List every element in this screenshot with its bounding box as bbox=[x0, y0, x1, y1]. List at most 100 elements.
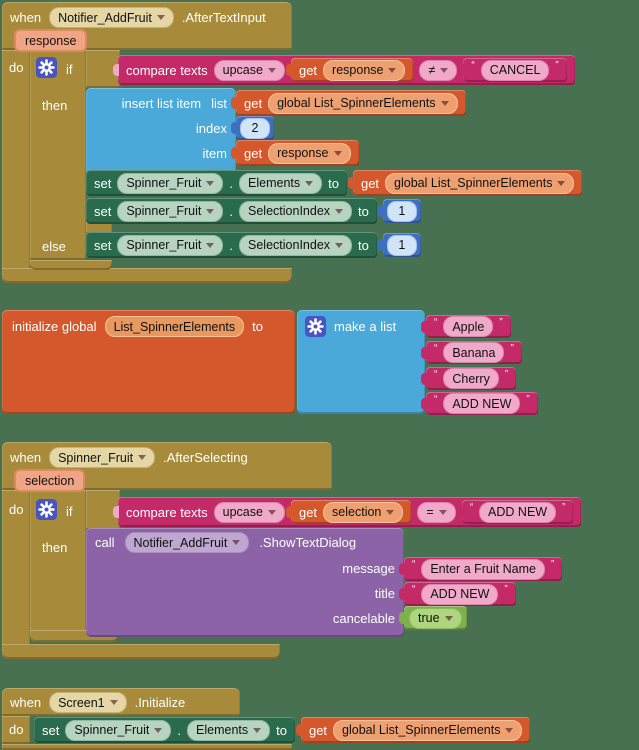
text-string-block[interactable]: “ CANCEL ” bbox=[463, 58, 567, 82]
param-response[interactable]: response bbox=[14, 29, 88, 52]
if-block-bottom-bar[interactable] bbox=[30, 260, 112, 270]
compare-texts-block[interactable]: compare texts upcase get selection = “ A… bbox=[118, 497, 582, 527]
string-value[interactable]: Apple bbox=[443, 316, 494, 337]
text-string-block[interactable]: “ Enter a Fruit Name ” bbox=[404, 557, 563, 581]
event-name: .AfterTextInput bbox=[181, 10, 266, 25]
component-dropdown[interactable]: Spinner_Fruit bbox=[117, 200, 224, 222]
string-value[interactable]: CANCEL bbox=[480, 59, 550, 81]
get-response-block[interactable]: get response bbox=[290, 58, 414, 82]
set-selectionindex-block-else[interactable]: set Spinner_Fruit . SelectionIndex to bbox=[86, 232, 377, 258]
arg-title-row: title “ ADD NEW ” bbox=[86, 581, 516, 606]
compare-texts-block[interactable]: compare texts upcase get response ≠ “ CA… bbox=[118, 55, 575, 85]
when-block-bottom-bar[interactable] bbox=[2, 744, 292, 750]
chevron-down-icon bbox=[438, 509, 447, 515]
mutator-gear-icon[interactable] bbox=[36, 499, 57, 520]
chevron-down-icon bbox=[206, 242, 215, 248]
set-selectionindex-block[interactable]: set Spinner_Fruit . SelectionIndex to bbox=[86, 198, 377, 224]
number-block[interactable]: 1 bbox=[382, 233, 421, 257]
arg-message-row: message “ Enter a Fruit Name ” bbox=[86, 556, 563, 581]
property-dropdown[interactable]: Elements bbox=[239, 172, 323, 194]
set-elements-block[interactable]: set Spinner_Fruit . Elements to bbox=[34, 717, 295, 743]
property-dropdown[interactable]: SelectionIndex bbox=[239, 234, 353, 256]
compare-texts-label: compare texts bbox=[126, 62, 208, 78]
insert-list-row: insert list item list get global List_Sp… bbox=[86, 90, 466, 116]
mutator-gear-icon[interactable] bbox=[36, 57, 57, 78]
when-block-bottom-bar[interactable] bbox=[2, 268, 292, 283]
global-variable-name[interactable]: List_SpinnerElements bbox=[104, 316, 245, 337]
string-value[interactable]: Cherry bbox=[443, 368, 499, 389]
event-block-initialize[interactable]: when Screen1 .Initialize do set Spinner_… bbox=[2, 686, 637, 750]
if-block-left-column[interactable] bbox=[30, 50, 86, 260]
number-block[interactable]: 1 bbox=[382, 199, 421, 223]
variable-dropdown[interactable]: global List_SpinnerElements bbox=[333, 719, 523, 741]
operator-dropdown[interactable]: = bbox=[417, 501, 456, 523]
chevron-down-icon bbox=[206, 208, 215, 214]
variable-dropdown[interactable]: response bbox=[268, 142, 351, 164]
when-block-left-column[interactable] bbox=[2, 490, 30, 646]
variable-dropdown[interactable]: response bbox=[323, 59, 406, 81]
component-dropdown[interactable]: Notifier_AddFruit bbox=[124, 532, 250, 553]
number-value[interactable]: 1 bbox=[386, 234, 417, 256]
else-label: else bbox=[42, 239, 66, 254]
insert-item-row: item get response bbox=[86, 140, 359, 166]
component-dropdown[interactable]: Screen1 bbox=[49, 692, 127, 713]
component-dropdown[interactable]: Spinner_Fruit bbox=[65, 719, 172, 741]
chevron-down-icon bbox=[138, 455, 147, 460]
param-selection[interactable]: selection bbox=[14, 469, 86, 492]
text-string-block[interactable]: “ Apple ” bbox=[426, 315, 511, 338]
event-block-aftertextinput[interactable]: when Notifier_AddFruit .AfterTextInput r… bbox=[2, 2, 637, 283]
logic-true-block[interactable]: true bbox=[404, 606, 467, 630]
property-dropdown[interactable]: Elements bbox=[187, 719, 271, 741]
get-global-list-block[interactable]: get global List_SpinnerElements bbox=[236, 90, 466, 116]
string-value[interactable]: Enter a Fruit Name bbox=[421, 558, 545, 580]
component-dropdown[interactable]: Spinner_Fruit bbox=[117, 234, 224, 256]
get-global-list-block[interactable]: get global List_SpinnerElements bbox=[352, 170, 583, 196]
chevron-down-icon bbox=[335, 208, 344, 214]
component-dropdown[interactable]: Spinner_Fruit bbox=[117, 172, 224, 194]
insert-list-item-block[interactable]: insert list item list get global List_Sp… bbox=[86, 88, 466, 176]
when-header: when Spinner_Fruit .AfterSelecting bbox=[10, 447, 248, 468]
mutator-gear-icon[interactable] bbox=[305, 316, 326, 337]
call-showtextdialog-block[interactable]: call Notifier_AddFruit .ShowTextDialog m… bbox=[86, 528, 563, 637]
string-value[interactable]: Banana bbox=[443, 342, 505, 363]
string-value[interactable]: ADD NEW bbox=[443, 393, 521, 414]
number-value[interactable]: 2 bbox=[240, 117, 270, 139]
set-elements-block[interactable]: set Spinner_Fruit . Elements to bbox=[86, 170, 347, 196]
when-header: when Screen1 .Initialize bbox=[10, 692, 185, 713]
number-block[interactable]: 2 bbox=[236, 116, 274, 140]
variable-dropdown[interactable]: selection bbox=[323, 501, 404, 523]
do-label: do bbox=[9, 722, 24, 737]
when-block-bottom-bar[interactable] bbox=[2, 644, 280, 659]
get-global-list-block[interactable]: get global List_SpinnerElements bbox=[300, 717, 531, 743]
get-selection-block[interactable]: get selection bbox=[290, 500, 412, 524]
component-dropdown[interactable]: Notifier_AddFruit bbox=[49, 7, 174, 28]
component-dropdown[interactable]: Spinner_Fruit bbox=[49, 447, 156, 468]
then-label: then bbox=[42, 98, 68, 113]
if-block-else-bar[interactable] bbox=[86, 222, 112, 234]
text-string-block[interactable]: “ Banana ” bbox=[426, 341, 522, 364]
variable-dropdown[interactable]: global List_SpinnerElements bbox=[268, 92, 458, 114]
operator-dropdown[interactable]: ≠ bbox=[419, 59, 458, 81]
when-block-left-column[interactable] bbox=[2, 716, 30, 744]
upcase-dropdown[interactable]: upcase bbox=[213, 59, 285, 81]
text-string-block[interactable]: “ ADD NEW ” bbox=[404, 582, 516, 606]
do-label: do bbox=[9, 60, 24, 75]
initialize-global-block[interactable]: initialize global List_SpinnerElements t… bbox=[2, 308, 637, 418]
event-block-afterselecting[interactable]: when Spinner_Fruit .AfterSelecting selec… bbox=[2, 442, 637, 660]
text-string-block[interactable]: “ Cherry ” bbox=[426, 367, 517, 390]
string-value[interactable]: ADD NEW bbox=[479, 501, 557, 523]
if-label: if bbox=[66, 504, 73, 519]
chevron-down-icon bbox=[444, 615, 453, 621]
string-value[interactable]: ADD NEW bbox=[421, 583, 499, 605]
if-label: if bbox=[66, 62, 73, 77]
property-dropdown[interactable]: SelectionIndex bbox=[239, 200, 353, 222]
text-string-block[interactable]: “ ADD NEW ” bbox=[426, 392, 538, 415]
logic-value-dropdown[interactable]: true bbox=[409, 607, 462, 629]
chevron-down-icon bbox=[305, 180, 314, 186]
get-response-block[interactable]: get response bbox=[236, 140, 359, 166]
when-block-left-column[interactable] bbox=[2, 50, 30, 270]
upcase-dropdown[interactable]: upcase bbox=[213, 501, 285, 523]
number-value[interactable]: 1 bbox=[386, 200, 417, 222]
variable-dropdown[interactable]: global List_SpinnerElements bbox=[385, 172, 575, 194]
text-string-block[interactable]: “ ADD NEW ” bbox=[461, 500, 574, 524]
